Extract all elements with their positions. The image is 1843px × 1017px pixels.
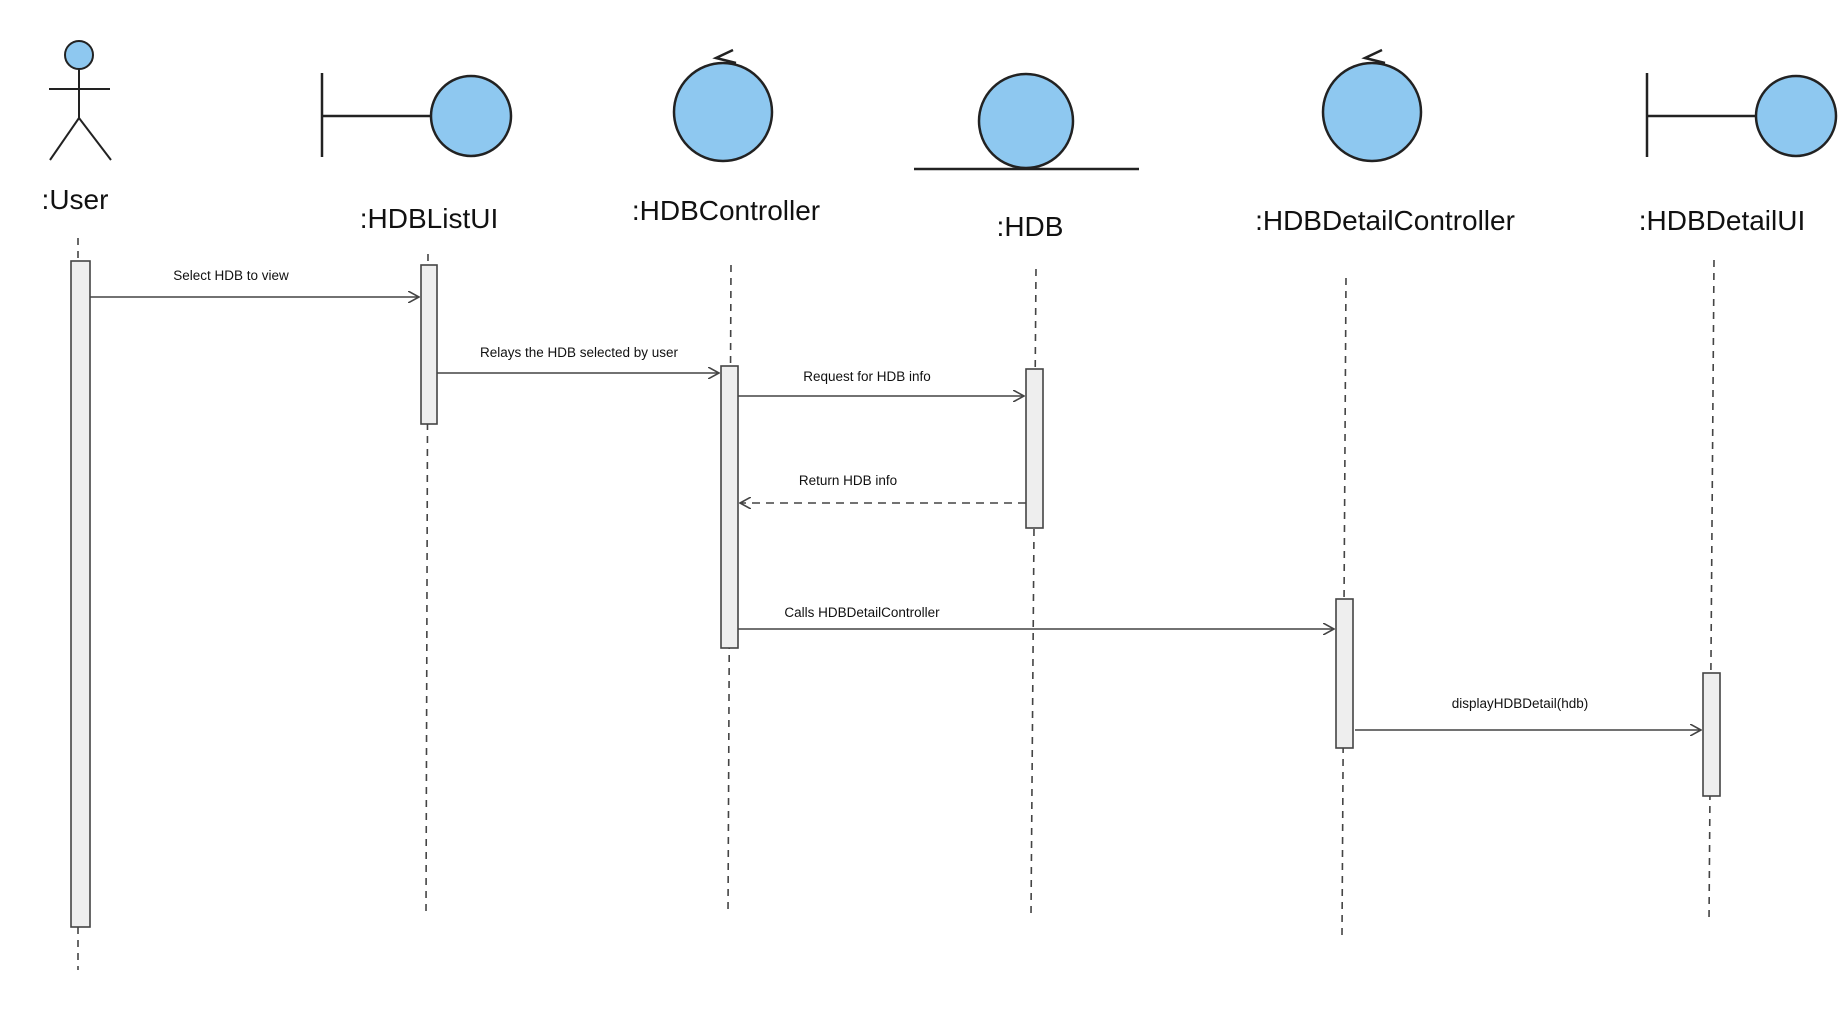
- participant-hdblistui: :HDBListUI: [320, 73, 513, 916]
- participant-label-hdbdetailcontroller: :HDBDetailController: [1255, 205, 1515, 236]
- message-label: Return HDB info: [799, 473, 897, 488]
- participant-hdbcontroller: :HDBController: [632, 48, 820, 916]
- entity-icon: [914, 72, 1139, 171]
- message-call-detail-controller: Calls HDBDetailController: [738, 605, 1334, 629]
- message-label: Calls HDBDetailController: [784, 605, 940, 620]
- participant-hdbdetailcontroller: :HDBDetailController: [1255, 48, 1515, 936]
- activation-hdb: [1025, 368, 1044, 529]
- control-icon: [1321, 48, 1423, 163]
- participant-hdbdetailui: :HDBDetailUI: [1639, 73, 1838, 923]
- activation-hdbdetailcontroller: [1335, 598, 1354, 749]
- boundary-icon: [320, 73, 513, 158]
- control-icon: [672, 48, 774, 163]
- activation-user: [70, 260, 91, 928]
- participant-label-hdblistui: :HDBListUI: [360, 203, 498, 234]
- boundary-icon: [1645, 73, 1838, 158]
- actor-icon: [49, 40, 112, 161]
- message-label: displayHDBDetail(hdb): [1452, 696, 1589, 711]
- lifeline-hdb: [1030, 268, 1037, 916]
- message-return-info: Return HDB info: [740, 473, 1026, 503]
- message-label: Relays the HDB selected by user: [480, 345, 679, 360]
- message-display-detail: displayHDBDetail(hdb): [1355, 696, 1701, 730]
- participant-label-hdbdetailui: :HDBDetailUI: [1639, 205, 1805, 236]
- message-label: Select HDB to view: [173, 268, 289, 283]
- participant-label-hdb: :HDB: [997, 211, 1064, 242]
- message-label: Request for HDB info: [803, 369, 931, 384]
- participant-hdb: :HDB: [914, 72, 1139, 916]
- message-request-info: Request for HDB info: [738, 369, 1024, 396]
- participant-label-user: :User: [42, 184, 109, 215]
- lifeline-hdbdetailui: [1708, 259, 1715, 923]
- activation-hdbdetailui: [1702, 672, 1721, 797]
- participant-label-hdbcontroller: :HDBController: [632, 195, 820, 226]
- activation-hdbcontroller: [720, 365, 739, 649]
- activation-hdblistui: [420, 264, 438, 425]
- participant-user: :User: [42, 40, 112, 970]
- message-select-hdb: Select HDB to view: [90, 268, 419, 297]
- message-relay-hdb: Relays the HDB selected by user: [437, 345, 719, 373]
